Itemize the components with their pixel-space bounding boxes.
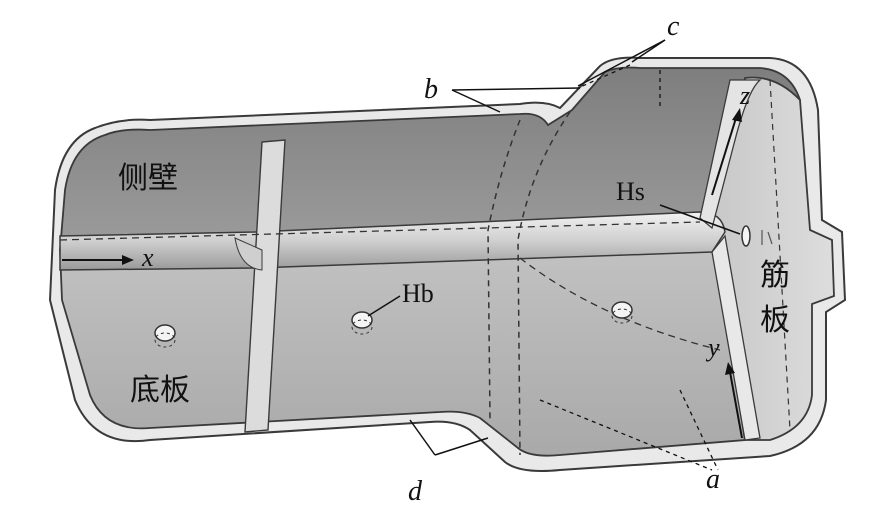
transverse-bead-left xyxy=(244,139,286,433)
label-rib-plate-1: 筋 xyxy=(760,258,790,293)
label-x: x xyxy=(141,243,154,272)
hole-side xyxy=(741,225,751,247)
label-d: d xyxy=(408,476,423,507)
y-axis-arrow xyxy=(725,362,743,439)
side-wall-surface xyxy=(59,66,801,251)
leader-hs xyxy=(659,204,741,235)
leader-b xyxy=(451,87,581,113)
leader-hb xyxy=(367,295,401,317)
leader-a xyxy=(539,389,719,471)
label-side-wall: 侧壁 xyxy=(118,161,178,196)
dashed-step-1 xyxy=(487,119,521,421)
leader-d xyxy=(409,419,489,456)
x-axis-arrow xyxy=(62,255,134,265)
label-c: c xyxy=(667,11,680,42)
hole-middle xyxy=(351,311,373,335)
dashed-axis-line xyxy=(59,221,701,241)
leader-c-dashed-2 xyxy=(577,64,631,89)
hole-right xyxy=(611,301,633,324)
label-a: a xyxy=(706,464,720,495)
label-hb: Hb xyxy=(402,279,434,308)
dashed-step-2 xyxy=(517,111,571,456)
z-axis-arrow xyxy=(711,108,742,196)
label-b: b xyxy=(424,74,438,105)
label-rib-plate-2: 板 xyxy=(760,303,790,338)
rib-fillet-lower xyxy=(711,234,761,441)
label-hs: Hs xyxy=(616,177,645,206)
bottom-plate-surface xyxy=(59,227,747,457)
label-y: y xyxy=(705,333,720,362)
label-z: z xyxy=(739,81,750,110)
dashed-bottom-line xyxy=(519,257,721,351)
transverse-bead-left-corner xyxy=(234,237,263,271)
label-bottom-plate: 底板 xyxy=(130,373,190,408)
rib-fillet xyxy=(699,79,762,230)
hole-left xyxy=(154,324,176,348)
dashed-rib-line xyxy=(769,79,791,431)
leader-c xyxy=(577,39,666,87)
rib-small-mark xyxy=(761,230,773,245)
